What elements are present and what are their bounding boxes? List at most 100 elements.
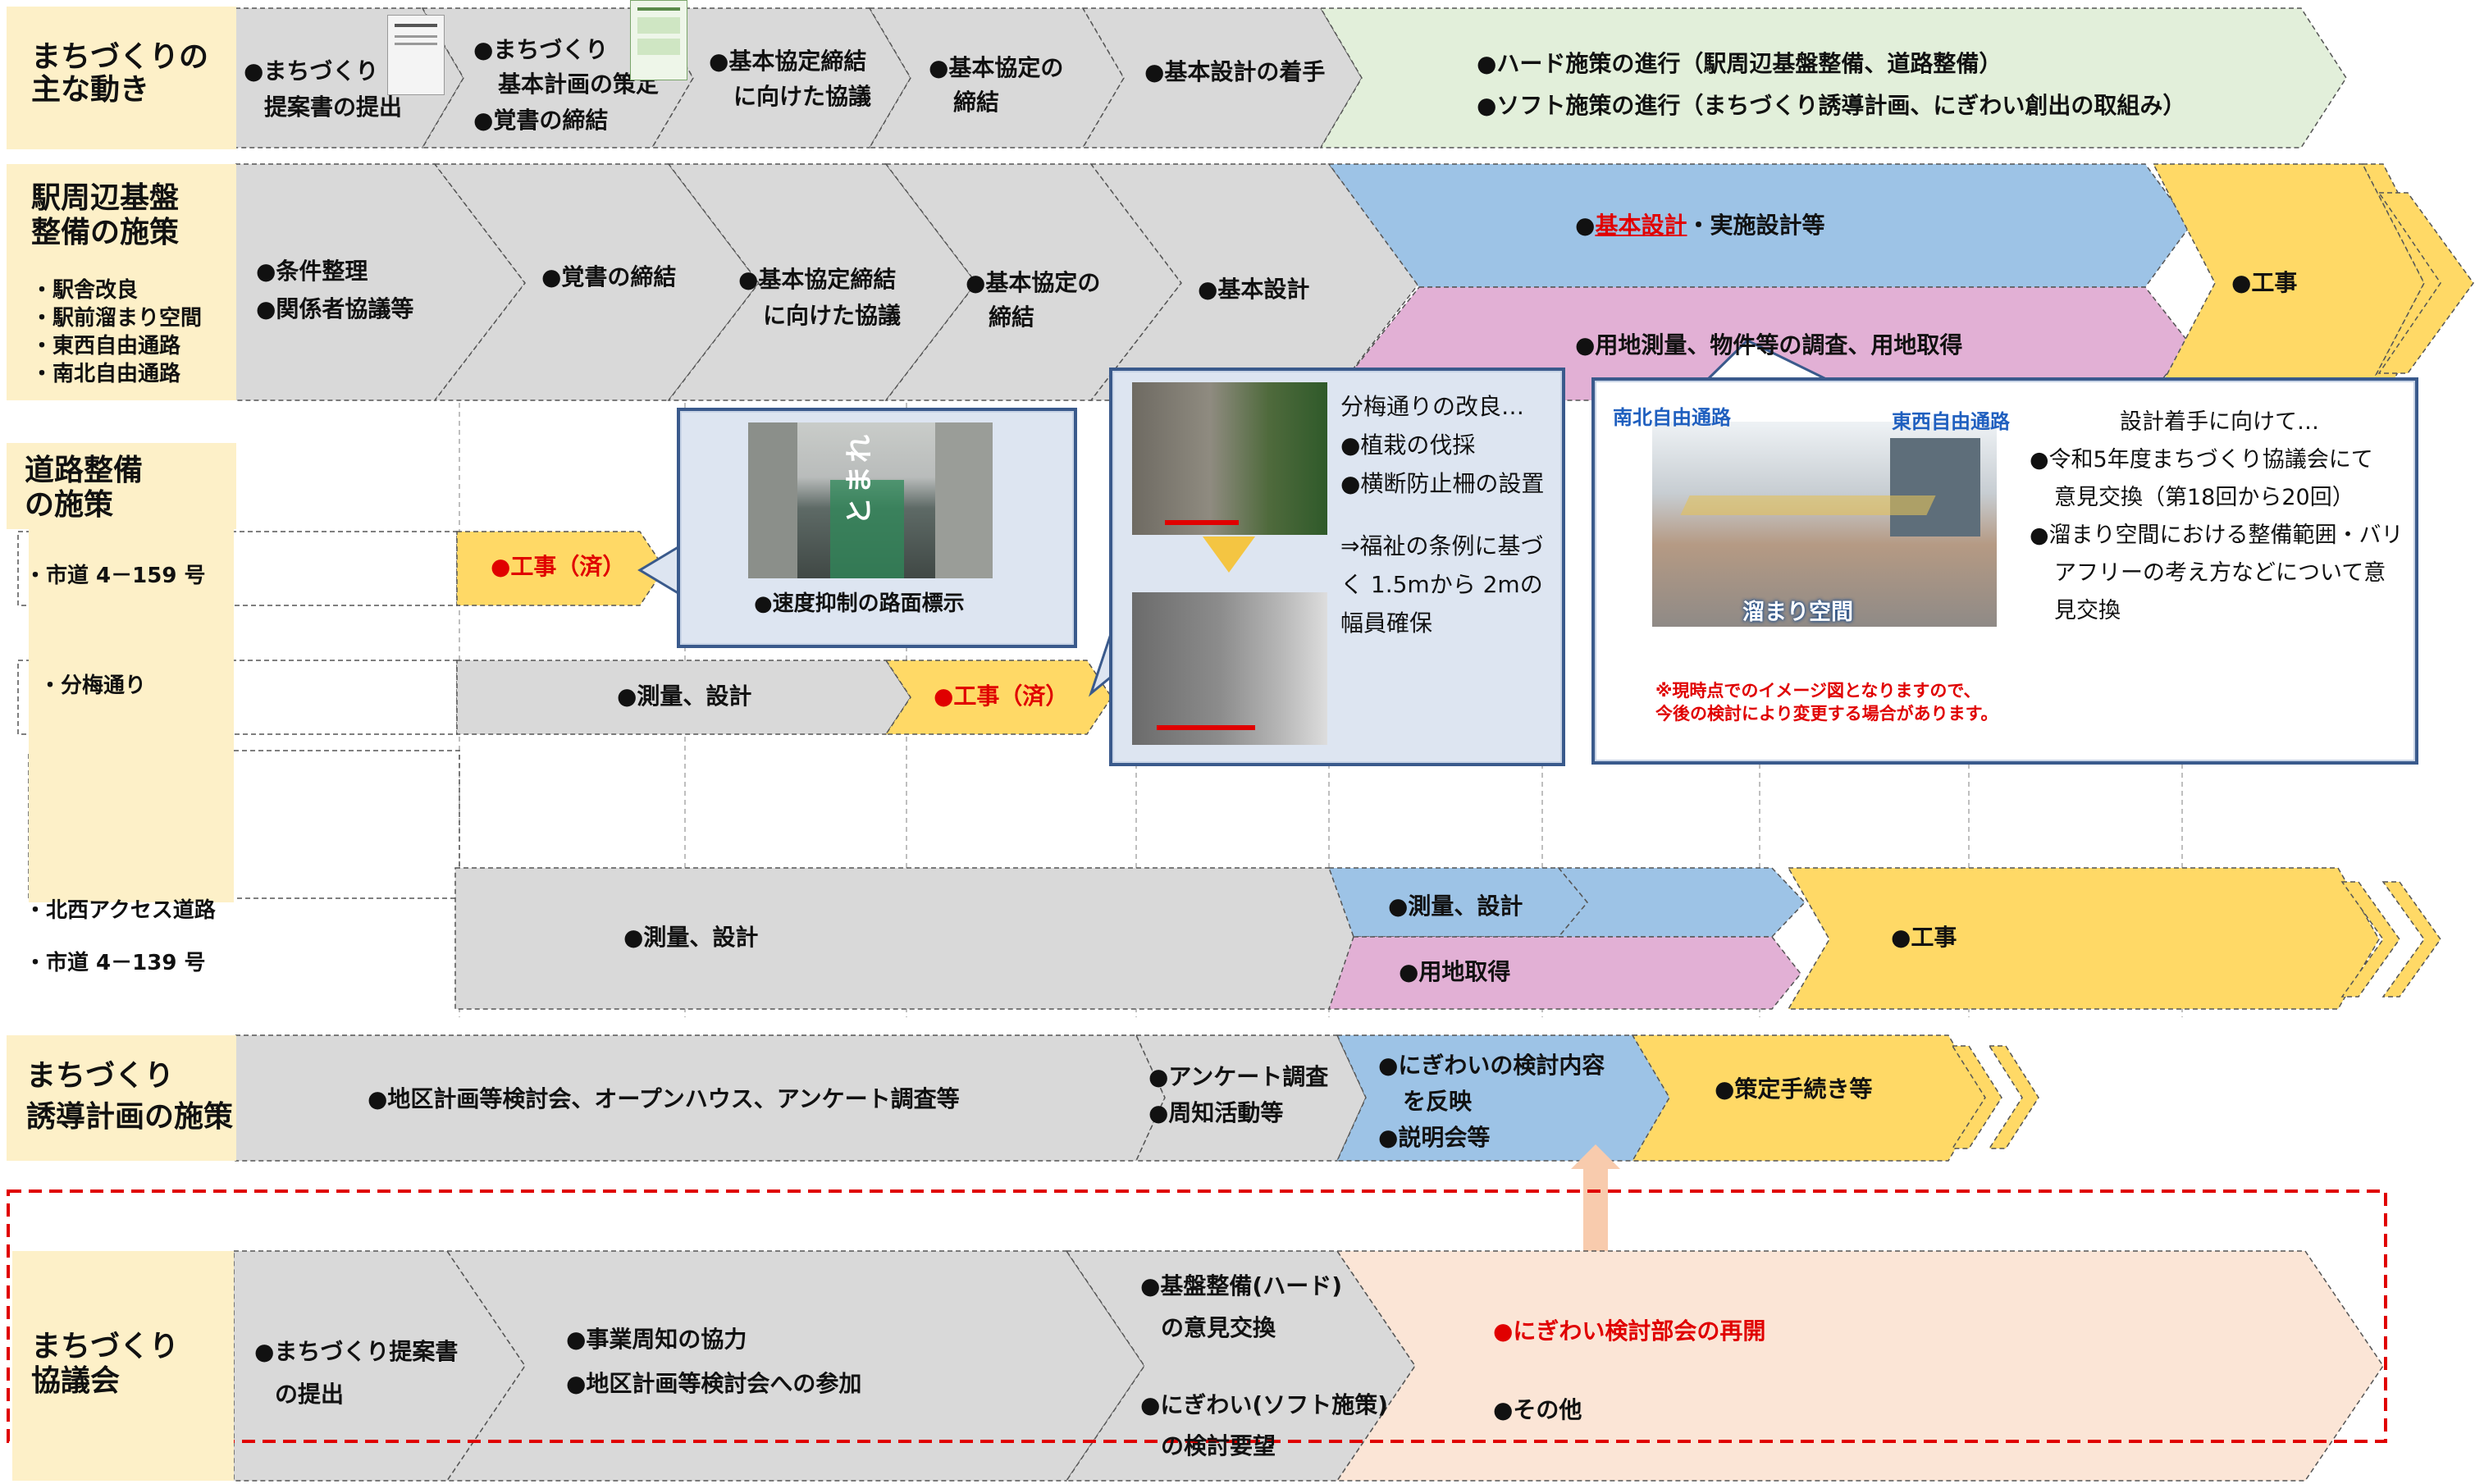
main-s6-line1: ●ハード施策の進行（駅周辺基盤整備、道路整備） [1477, 50, 2002, 77]
council-s4-other: ●その他 [1493, 1396, 1582, 1423]
basic-plan-document-thumbnail [630, 0, 687, 80]
council-row-arrows [233, 1250, 2384, 1482]
guidance-row-title-2: 誘導計画の施策 [26, 1100, 234, 1134]
proposal-document-thumbnail [387, 15, 445, 95]
design-line4: ●溜まり空間における整備範囲・バリ [2030, 523, 2404, 548]
station-construction: ●工事 [2231, 269, 2298, 296]
council-row-header [12, 1251, 234, 1481]
guidance-s3-line3: ●説明会等 [1378, 1124, 1491, 1151]
guidance-s4: ●策定手続き等 [1715, 1075, 1873, 1103]
main-row-header [7, 7, 236, 149]
main-s3-line1: ●基本協定締結 [709, 48, 867, 75]
council-s3-line4: の検討要望 [1161, 1432, 1276, 1459]
station-item-2: ・駅前溜まり空間 [31, 306, 203, 331]
station-row-title-2: 整備の施策 [31, 216, 180, 249]
station-s3-line1: ●基本協定締結 [738, 266, 897, 293]
guidance-row-arrows [235, 1034, 2039, 1162]
guidance-s3-line1: ●にぎわいの検討内容 [1378, 1052, 1605, 1079]
speed-marking-callout: とまれ ●速度抑制の路面標示 [677, 408, 1077, 648]
design-line3: 意見交換（第18回から20回） [2054, 485, 2354, 510]
before-photo [1132, 382, 1327, 535]
station-s4-line1: ●基本協定の [966, 269, 1101, 296]
station-row-title-1: 駅周辺基盤 [31, 181, 180, 215]
main-row-arrows [235, 7, 2347, 148]
station-s3-line2: に向けた協議 [763, 302, 902, 329]
council-s1-line1: ●まちづくり提案書 [254, 1338, 459, 1365]
improvement-down-arrow [1203, 537, 1255, 573]
council-s2-line1: ●事業周知の協力 [566, 1326, 747, 1353]
northwest-label: ・北西アクセス道路 [25, 898, 216, 923]
station-item-1: ・駅舎改良 [31, 278, 139, 303]
bunbai-label: ・分梅通り [39, 674, 147, 698]
road-row-arrows [17, 531, 2441, 1010]
station-blue-text: ●基本設計・実施設計等 [1575, 207, 1824, 244]
road159-label: ・市道 4－159 号 [25, 564, 206, 588]
plaza-label: 溜まり空間 [1742, 600, 1853, 625]
design-line6: 見交換 [2054, 598, 2121, 623]
guidance-s2-line2: ●周知活動等 [1148, 1099, 1284, 1126]
main-row-title-2: 主な動き [31, 73, 150, 107]
station-s5: ●基本設計 [1198, 276, 1310, 303]
road139-label: ・市道 4－139 号 [25, 951, 206, 975]
station-row-arrows [235, 163, 2474, 401]
northwest-land-acquisition: ●用地取得 [1399, 958, 1511, 985]
design-line2: ●令和5年度まちづくり協議会にて [2030, 447, 2373, 473]
design-line5: アフリーの考え方などについて意 [2054, 560, 2386, 586]
station-s2: ●覚書の締結 [541, 263, 677, 290]
northwest-construction: ●工事 [1891, 924, 1957, 951]
up-arrow [1571, 1144, 1620, 1255]
bunbai-construction-done: ●工事（済） [934, 683, 1069, 710]
main-s2-line3: ●覚書の締結 [473, 107, 609, 134]
bunbai-survey: ●測量、設計 [617, 683, 752, 710]
station-s4-line2: 締結 [989, 304, 1035, 331]
council-s2-line2: ●地区計画等検討会への参加 [566, 1370, 862, 1397]
road-row-header-top [7, 443, 236, 529]
road159-construction-done: ●工事（済） [491, 553, 626, 580]
main-row-title-1: まちづくりの [31, 40, 209, 74]
council-s3-line1: ●基盤整備(ハード) [1140, 1272, 1343, 1299]
main-s4-line1: ●基本協定の [929, 54, 1064, 81]
basic-design-link[interactable]: 基本設計 [1595, 212, 1687, 239]
plaza-rendering [1652, 422, 1997, 627]
bunbai-line1: 分梅通りの改良… [1340, 393, 1525, 420]
bunbai-line4: ⇒福祉の条例に基づ [1340, 532, 1544, 559]
station-blue-bullet: ● [1575, 212, 1596, 239]
ew-passage-label: 東西自由通路 [1892, 410, 2010, 433]
road-marking-photo: とまれ [748, 422, 993, 578]
after-photo [1132, 592, 1327, 745]
station-pink-text: ●用地測量、物件等の調査、用地取得 [1575, 331, 1963, 358]
station-design-callout: 溜まり空間 南北自由通路 東西自由通路 設計着手に向けて… ●令和5年度まちづく… [1591, 377, 2418, 765]
guidance-s1: ●地区計画等検討会、オープンハウス、アンケート調査等 [368, 1085, 960, 1112]
road-row-title-1: 道路整備 [25, 454, 144, 487]
council-row-title-1: まちづくり [31, 1330, 180, 1363]
bunbai-line2: ●植栽の伐採 [1340, 432, 1476, 459]
road-row-title-2: の施策 [25, 488, 114, 522]
speed-marking-caption: ●速度抑制の路面標示 [754, 591, 965, 616]
main-s5: ●基本設計の着手 [1144, 58, 1326, 85]
guidance-row-header [7, 1035, 236, 1161]
station-row-header [7, 164, 236, 400]
northwest-survey: ●測量、設計 [623, 924, 759, 951]
guidance-s2-line1: ●アンケート調査 [1148, 1063, 1329, 1090]
guidance-row-title-1: まちづくり [26, 1059, 175, 1093]
council-highlight-frame [7, 1189, 2387, 1443]
road-marking-text: とまれ [843, 432, 876, 525]
main-s6-line2: ●ソフト施策の進行（まちづくり誘導計画、にぎわい創出の取組み） [1477, 92, 2186, 119]
station-blue-rest: ・実施設計等 [1687, 212, 1825, 239]
design-line1: 設計着手に向けて… [2120, 409, 2319, 435]
main-s2-line1: ●まちづくり [473, 36, 609, 63]
main-s1-line2: 提案書の提出 [264, 94, 403, 121]
station-s1-line1: ●条件整理 [256, 258, 368, 285]
ns-passage-label: 南北自由通路 [1613, 406, 1731, 429]
council-row-title-2: 協議会 [31, 1364, 121, 1398]
design-note-line1: ※現時点でのイメージ図となりますので、 [1655, 681, 1981, 701]
council-s3-line3: ●にぎわい(ソフト施策) [1140, 1391, 1389, 1418]
bunbai-line3: ●横断防止柵の設置 [1340, 470, 1545, 497]
station-s1-line2: ●関係者協議等 [256, 295, 414, 322]
design-note-line2: 今後の検討により変更する場合があります。 [1655, 704, 1998, 724]
main-s3-line2: に向けた協議 [733, 83, 872, 110]
council-s3-line2: の意見交換 [1161, 1314, 1276, 1341]
bunbai-line6: 幅員確保 [1340, 610, 1433, 637]
bunbai-line5: く 1.5mから 2mの [1340, 571, 1543, 598]
